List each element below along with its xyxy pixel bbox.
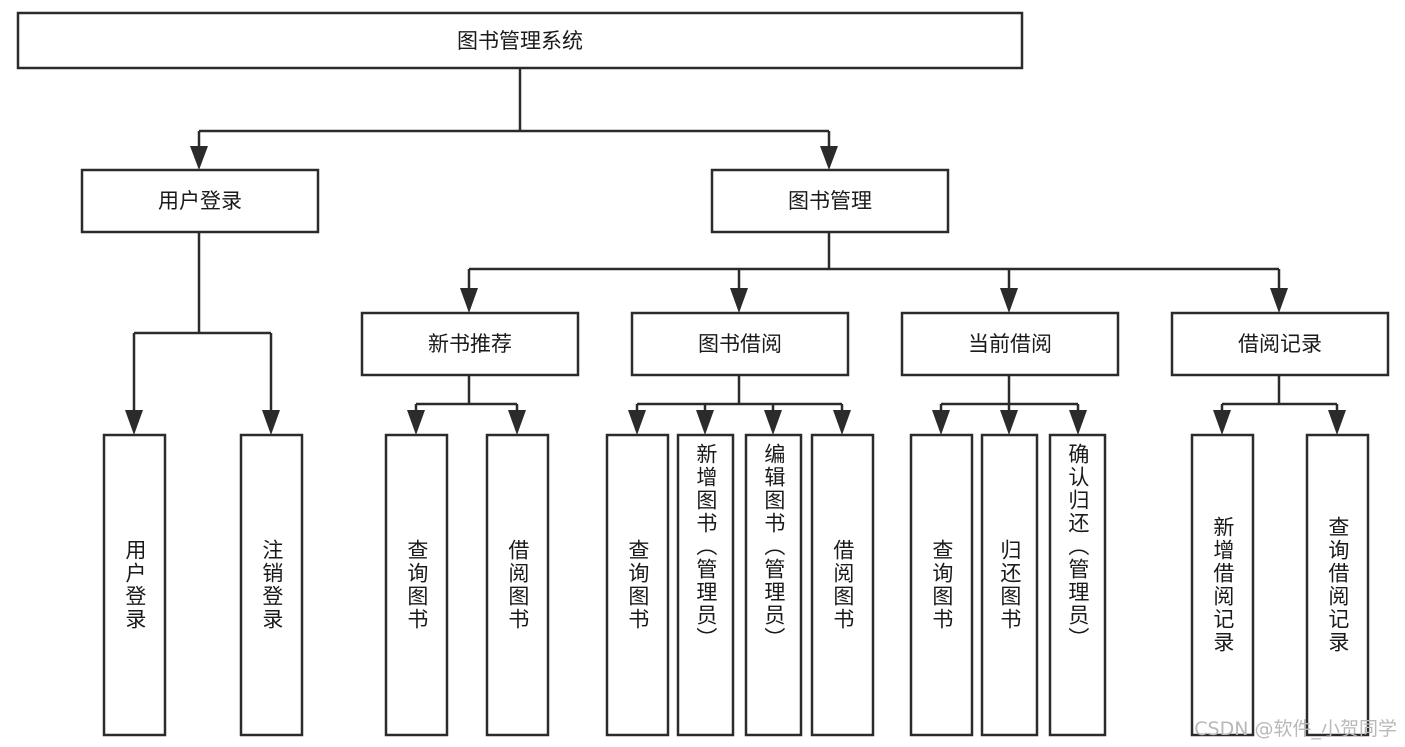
arrow-head-bb-leaf-2 <box>696 410 714 435</box>
node-box-borrow-record[interactable] <box>1170 311 1390 377</box>
arrow-head-leaf-user-login <box>125 410 143 435</box>
arrow-head-br-leaf-1 <box>1213 410 1231 435</box>
node-box-leaf-cb-return[interactable] <box>980 433 1039 737</box>
node-label-book-manage: 图书管理 <box>788 189 872 213</box>
arrow-head-current-borrow <box>1000 288 1018 313</box>
node-label-user-login: 用户登录 <box>158 189 242 213</box>
arrow-head-new-book <box>460 288 478 313</box>
node-box-new-book-recommend[interactable] <box>360 311 580 377</box>
arrow-head-nb-leaf-2 <box>508 410 526 435</box>
arrow-head-bb-leaf-4 <box>833 410 851 435</box>
node-label-book-borrow: 图书借阅 <box>698 332 782 356</box>
node-box-leaf-bb-add[interactable] <box>676 433 735 737</box>
node-box-leaf-cb-confirm[interactable] <box>1048 433 1107 737</box>
node-box-leaf-nb-borrow[interactable] <box>485 433 550 737</box>
arrow-head-cb-leaf-3 <box>1069 410 1087 435</box>
node-box-leaf-br-add[interactable] <box>1190 433 1255 737</box>
node-label-current-borrow: 当前借阅 <box>968 332 1052 356</box>
arrow-head-leaf-logout <box>262 410 280 435</box>
node-box-root[interactable] <box>16 11 1024 70</box>
node-box-leaf-user-login[interactable] <box>102 433 167 737</box>
node-label-borrow-record: 借阅记录 <box>1238 332 1322 356</box>
arrow-head-user-login <box>190 146 208 170</box>
arrow-head-book-borrow <box>730 288 748 313</box>
node-box-current-borrow[interactable] <box>900 311 1120 377</box>
arrow-head-cb-leaf-2 <box>1000 410 1018 435</box>
arrow-head-bb-leaf-1 <box>628 410 646 435</box>
node-box-leaf-cb-query[interactable] <box>909 433 974 737</box>
watermark-label: CSDN @软件_小贺同学 <box>1194 718 1397 740</box>
arrow-head-bb-leaf-3 <box>764 410 782 435</box>
node-label-new-book-recommend: 新书推荐 <box>428 332 512 356</box>
node-box-book-manage[interactable] <box>710 168 950 234</box>
arrow-head-cb-leaf-1 <box>932 410 950 435</box>
arrow-head-br-leaf-2 <box>1328 410 1346 435</box>
node-box-user-login[interactable] <box>80 168 320 234</box>
node-layer: 图书管理系统 用户登录 图书管理 新书推荐 图书借阅 当前借阅 借阅记录 <box>16 11 1390 737</box>
node-label-root: 图书管理系统 <box>457 29 583 53</box>
arrow-head-borrow-record <box>1270 288 1288 313</box>
node-box-leaf-bb-borrow[interactable] <box>810 433 875 737</box>
node-box-leaf-logout[interactable] <box>239 433 304 737</box>
arrow-head-book-manage <box>820 146 838 170</box>
node-box-book-borrow[interactable] <box>630 311 850 377</box>
node-box-leaf-nb-query[interactable] <box>384 433 449 737</box>
node-box-leaf-bb-query[interactable] <box>605 433 670 737</box>
arrow-head-nb-leaf-1 <box>407 410 425 435</box>
node-box-leaf-bb-edit[interactable] <box>744 433 803 737</box>
connector-layer <box>125 68 1346 435</box>
node-box-leaf-br-query[interactable] <box>1305 433 1370 737</box>
